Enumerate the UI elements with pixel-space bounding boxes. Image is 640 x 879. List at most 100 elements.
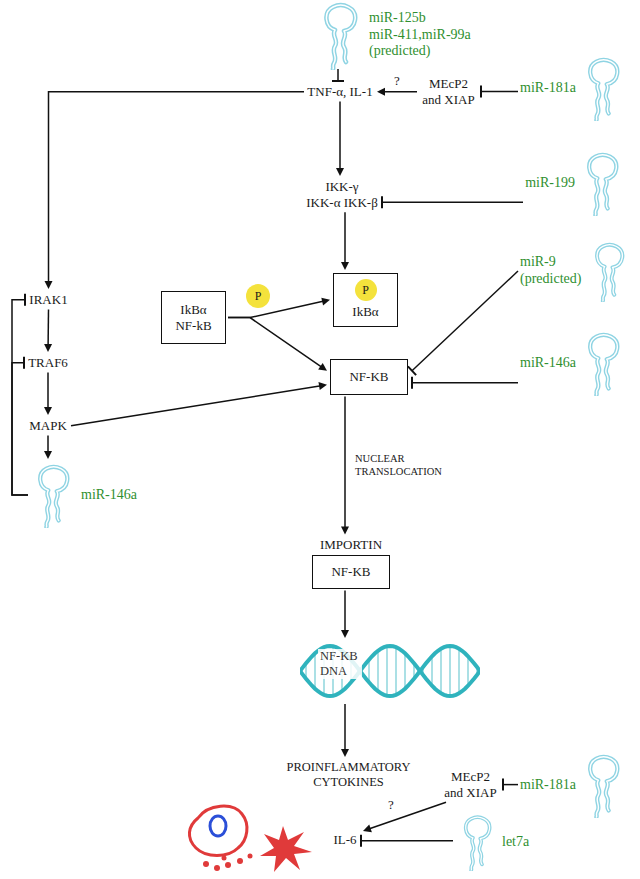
molecule-name: TNF-α, IL-1 [307, 84, 373, 100]
molecule-label: PROINFLAMMATORY CYTOKINES [285, 760, 412, 790]
mirna-name: miR-199 [525, 175, 575, 192]
hairpin-shape [466, 817, 490, 870]
connector-line [71, 386, 321, 426]
connector-head [363, 825, 372, 833]
edge-label: ? [394, 73, 400, 89]
connector-head [408, 366, 416, 375]
connector-line [47, 373, 49, 409]
inhibition-line [408, 271, 518, 375]
connector-head [381, 196, 383, 208]
connector-head [44, 344, 52, 352]
activation-arrow [341, 397, 349, 535]
connector-line [382, 201, 523, 203]
mirna-node: miR-146a [520, 330, 627, 396]
mirna-name: miR-125b [369, 10, 473, 27]
box-text: NF-KB [331, 564, 371, 580]
molecule-name: MEcP2 and XIAP [420, 76, 477, 107]
connector-head [321, 298, 330, 306]
dna-node: NF-KB DNA [300, 640, 480, 702]
mirna-name: miR-146a [520, 355, 576, 372]
molecule-label: TNF-α, IL-1 [307, 84, 373, 100]
connector-head [332, 80, 344, 82]
activation-arrow [228, 298, 330, 318]
mirna-name: miR-181a [520, 80, 576, 97]
connector-head [341, 262, 349, 270]
mirna-node: miR-146a [28, 462, 137, 528]
cytokine-dots [203, 854, 253, 872]
cell-nucleus [210, 816, 226, 836]
activation-arrow [228, 318, 327, 371]
phospho-circle: P [246, 284, 270, 308]
hairpin-shape [590, 757, 617, 817]
mirna-node: miR-9 (predicted) [520, 240, 631, 302]
connector-head [318, 382, 327, 390]
helix-text: NF-KB DNA [318, 649, 362, 679]
inhibition-line [361, 835, 453, 847]
hairpin-icon [579, 330, 627, 396]
connector-line [344, 212, 346, 264]
process-box: P IkBα [333, 273, 398, 327]
connector-head [23, 357, 25, 369]
mirna-node: miR-199 [525, 150, 626, 216]
connector-line [412, 271, 518, 371]
molecule-name: IL-6 [333, 832, 357, 848]
connector-line [344, 397, 346, 529]
connector-line [361, 840, 453, 842]
connector-head [480, 86, 482, 98]
hairpin-shape [40, 467, 67, 527]
phospho-circle: P [355, 279, 377, 301]
molecule-label: MEcP2 and XIAP [442, 769, 499, 800]
target-cell [260, 826, 312, 872]
connector-head [360, 835, 362, 847]
connector-line [503, 784, 518, 786]
connector-head [341, 630, 349, 638]
hairpin-icon [587, 240, 631, 302]
phospho-label: P [362, 284, 369, 296]
molecule-label: MAPK [29, 418, 67, 434]
importin-box: IMPORTINNF-KB [312, 555, 390, 589]
inhibition-line [481, 86, 518, 98]
box-text: IkBα NF-kB [174, 302, 213, 333]
hairpin-icon [578, 150, 626, 216]
activation-arrow [341, 591, 349, 638]
edge-label: ? [388, 797, 394, 813]
hairpin-shape [590, 60, 617, 120]
connector-head [341, 749, 349, 757]
inhibition-line [12, 294, 28, 495]
connector-head [44, 407, 52, 415]
connector-head [341, 526, 349, 534]
connector-line [49, 92, 305, 283]
connector-line [344, 591, 346, 632]
molecule-label: IRAK1 [29, 292, 68, 308]
mirna-node: miR-125bmiR-411,miR-99a (predicted) [314, 0, 473, 70]
process-box: IkBα NF-kB [161, 291, 226, 344]
connector-line [47, 310, 49, 346]
box-text: IkBα [352, 304, 378, 320]
mirna-name: miR-411,miR-99a (predicted) [369, 27, 473, 61]
connector-line [383, 91, 417, 93]
activation-arrow [44, 310, 52, 352]
mirna-name: miR-146a [81, 487, 137, 504]
connector-line [339, 102, 341, 170]
molecule-name: MEcP2 and XIAP [442, 769, 499, 800]
hairpin-shape [590, 335, 617, 395]
activation-arrow [44, 436, 52, 459]
activation-arrow [45, 92, 305, 289]
inhibition-line [412, 377, 518, 389]
connector-line [228, 301, 324, 318]
hairpin-shape [597, 245, 622, 301]
connector-line [47, 436, 49, 453]
connector-head [336, 168, 344, 176]
molecule-label: IKK-γIKK-α IKK-β [306, 179, 378, 210]
connector-head [45, 281, 53, 289]
hairpin-icon [579, 752, 627, 818]
connector-head [377, 88, 385, 96]
connector-line [369, 802, 446, 829]
molecule-label: IL-6 [333, 832, 357, 848]
inhibition-line [332, 69, 344, 81]
inhibition-line [382, 196, 523, 208]
activation-arrow [341, 212, 349, 270]
hairpin-icon [579, 55, 627, 121]
